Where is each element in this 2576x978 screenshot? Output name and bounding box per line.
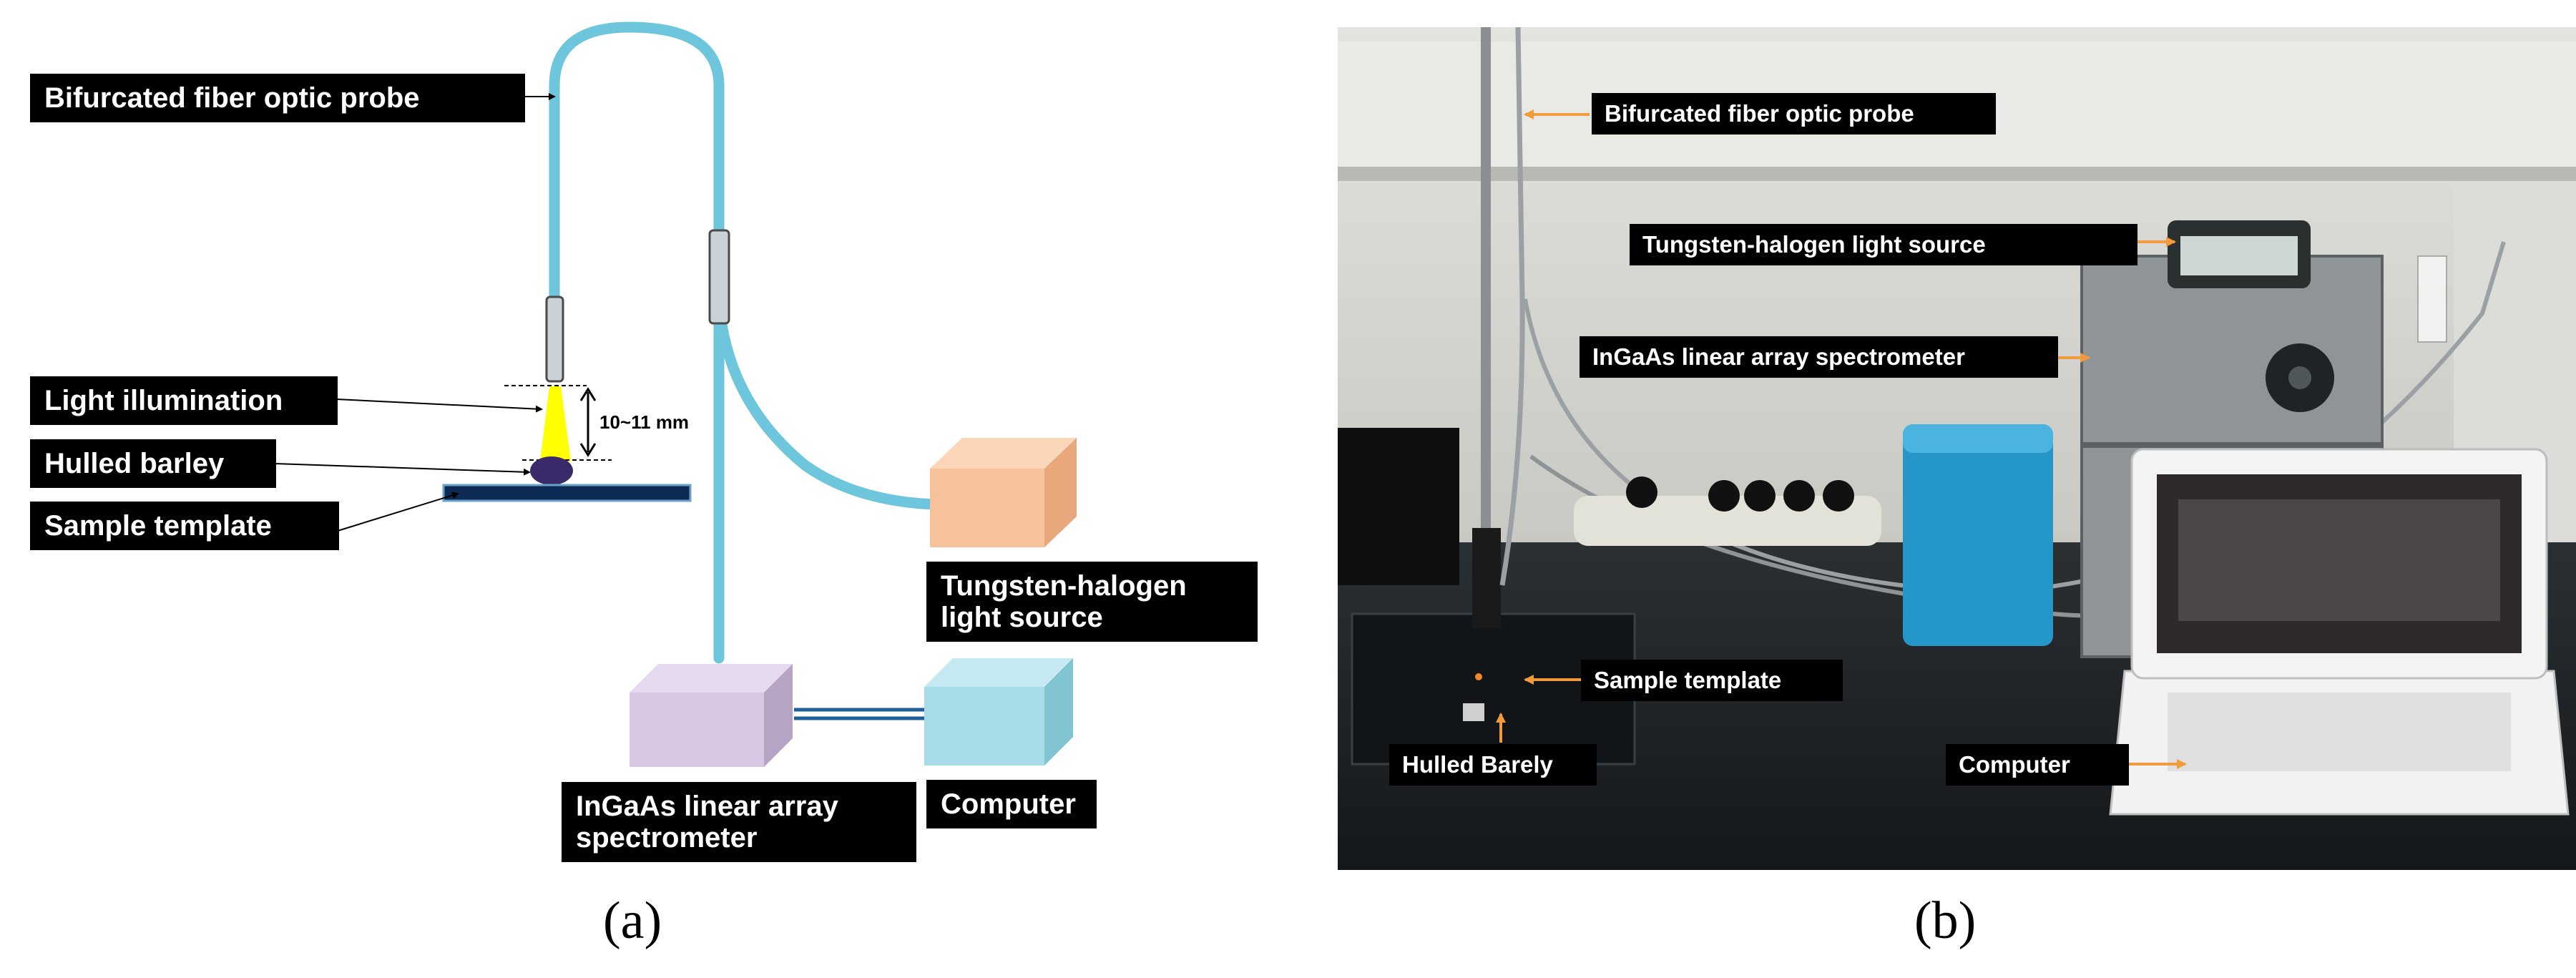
photo-plug-5 (1823, 480, 1854, 512)
caption-a: (a) (603, 891, 662, 950)
label-b-light-source: Tungsten-halogen light source (1630, 224, 2137, 265)
label-a-probe: Bifurcated fiber optic probe (30, 74, 525, 122)
label-b-sample-template: Sample template (1581, 660, 1843, 701)
probe-tip-ferrule (545, 295, 564, 383)
distance-arrow-head-top (579, 387, 597, 401)
photo-plug-1 (1626, 476, 1657, 508)
label-b-hulled-barley: Hulled Barely (1389, 744, 1597, 786)
fiber-branch-to-light-source (713, 295, 939, 510)
distance-arrow-head-bottom (579, 443, 597, 457)
label-a-spectrometer-line1: InGaAs linear array (576, 791, 838, 822)
label-a-light-illumination: Light illumination (30, 376, 338, 425)
photo-plug-2 (1708, 480, 1740, 512)
distance-label: 10~11 mm (599, 411, 690, 433)
label-b-probe: Bifurcated fiber optic probe (1592, 93, 1996, 135)
photo-spectrometer-top (1903, 424, 2053, 453)
computer-box (924, 658, 1073, 766)
photo-black-box (1338, 428, 1459, 585)
photo-laptop-window (2178, 499, 2500, 621)
photo-stand-pole (1481, 27, 1491, 614)
leader-barley (274, 463, 531, 476)
light-source-box (930, 438, 1077, 547)
photo-light-source-panel (2180, 236, 2298, 275)
barley-kernel (530, 456, 573, 485)
leader-template (337, 492, 459, 532)
photo-wall-outlet (2417, 255, 2447, 343)
label-a-spectrometer-line2: spectrometer (576, 822, 758, 854)
label-a-light-source: Tungsten-halogen light source (926, 562, 1258, 642)
photo-plug-3 (1744, 480, 1776, 512)
photo-tower-divider (2082, 442, 2382, 448)
photo-probe-holder (1472, 528, 1501, 628)
caption-b: (b) (1914, 891, 1977, 950)
fiber-cable (549, 21, 725, 664)
label-b-computer: Computer (1946, 744, 2129, 786)
photo-laptop-keyboard (2168, 693, 2511, 771)
probe-junction-ferrule (708, 229, 730, 325)
spectrometer-box (630, 664, 793, 767)
label-a-computer: Computer (926, 780, 1097, 828)
photo-fiber-1 (1499, 27, 1525, 586)
photo-fan-hub (2288, 366, 2311, 389)
illumination-beam (540, 386, 571, 461)
photo-sample-holder (1463, 703, 1484, 721)
label-a-hulled-barley: Hulled barley (30, 439, 276, 488)
sample-template-bar (442, 484, 692, 502)
label-a-light-source-line1: Tungsten-halogen (941, 570, 1187, 602)
panel-a-diagram (274, 21, 1077, 767)
photo-plug-4 (1783, 480, 1815, 512)
photo-barley (1475, 673, 1482, 680)
leader-illumination (336, 398, 543, 413)
photo-shelf-edge (1338, 167, 2576, 181)
photo-spectrometer (1903, 424, 2053, 646)
label-a-light-source-line2: light source (941, 602, 1103, 633)
label-a-sample-template: Sample template (30, 502, 339, 550)
label-a-spectrometer: InGaAs linear array spectrometer (562, 782, 916, 862)
label-b-spectrometer: InGaAs linear array spectrometer (1580, 336, 2058, 378)
